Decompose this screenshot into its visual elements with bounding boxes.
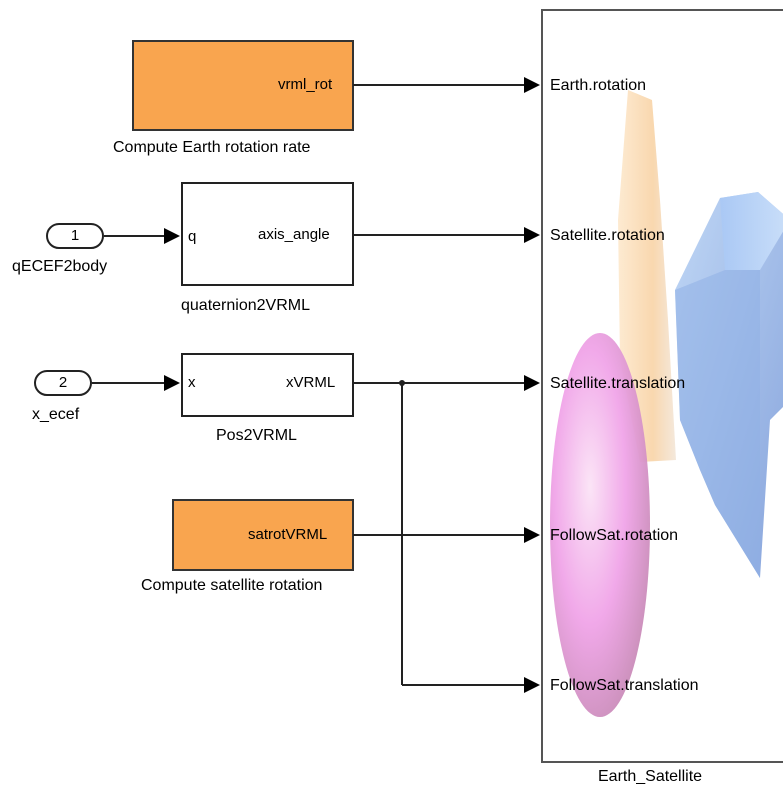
- pos-caption: Pos2VRML: [216, 427, 297, 444]
- inport-2[interactable]: 2: [34, 370, 92, 396]
- satrot-out-port: satrotVRML: [248, 526, 328, 543]
- vr-port-earth-rotation: Earth.rotation: [550, 77, 647, 94]
- block-outline-pos: [181, 353, 354, 417]
- satrot-caption: Compute satellite rotation: [141, 577, 323, 594]
- inport-1-name: qECEF2body: [12, 258, 108, 275]
- vr-port-followsat-translation: FollowSat.translation: [550, 677, 699, 694]
- arrowheads: [164, 77, 540, 693]
- wires: [92, 84, 528, 686]
- quat-caption: quaternion2VRML: [181, 297, 310, 314]
- vr-sink-caption: Earth_Satellite: [598, 768, 703, 785]
- earth-rate-caption: Compute Earth rotation rate: [113, 139, 311, 156]
- quat-out-port: axis_angle: [258, 226, 330, 243]
- quat-in-port: q: [188, 228, 197, 245]
- inport-2-name: x_ecef: [32, 406, 80, 423]
- vr-port-satellite-translation: Satellite.translation: [550, 375, 686, 392]
- pos-in-port: x: [188, 374, 196, 391]
- earth-rate-block[interactable]: [133, 41, 353, 130]
- vr-port-satellite-rotation: Satellite.rotation: [550, 227, 665, 244]
- block-outline-quat: [181, 182, 354, 286]
- branch-point: [399, 380, 405, 386]
- vr-scene-graphic: [550, 90, 783, 717]
- pos-out-port: xVRML: [286, 374, 336, 391]
- inport-1[interactable]: 1: [46, 223, 104, 249]
- earth-rate-out-port: vrml_rot: [278, 76, 333, 93]
- block-outline-satrot: [172, 499, 354, 571]
- block-outline-earth-rate: [132, 40, 354, 131]
- vr-port-followsat-rotation: FollowSat.rotation: [550, 527, 679, 544]
